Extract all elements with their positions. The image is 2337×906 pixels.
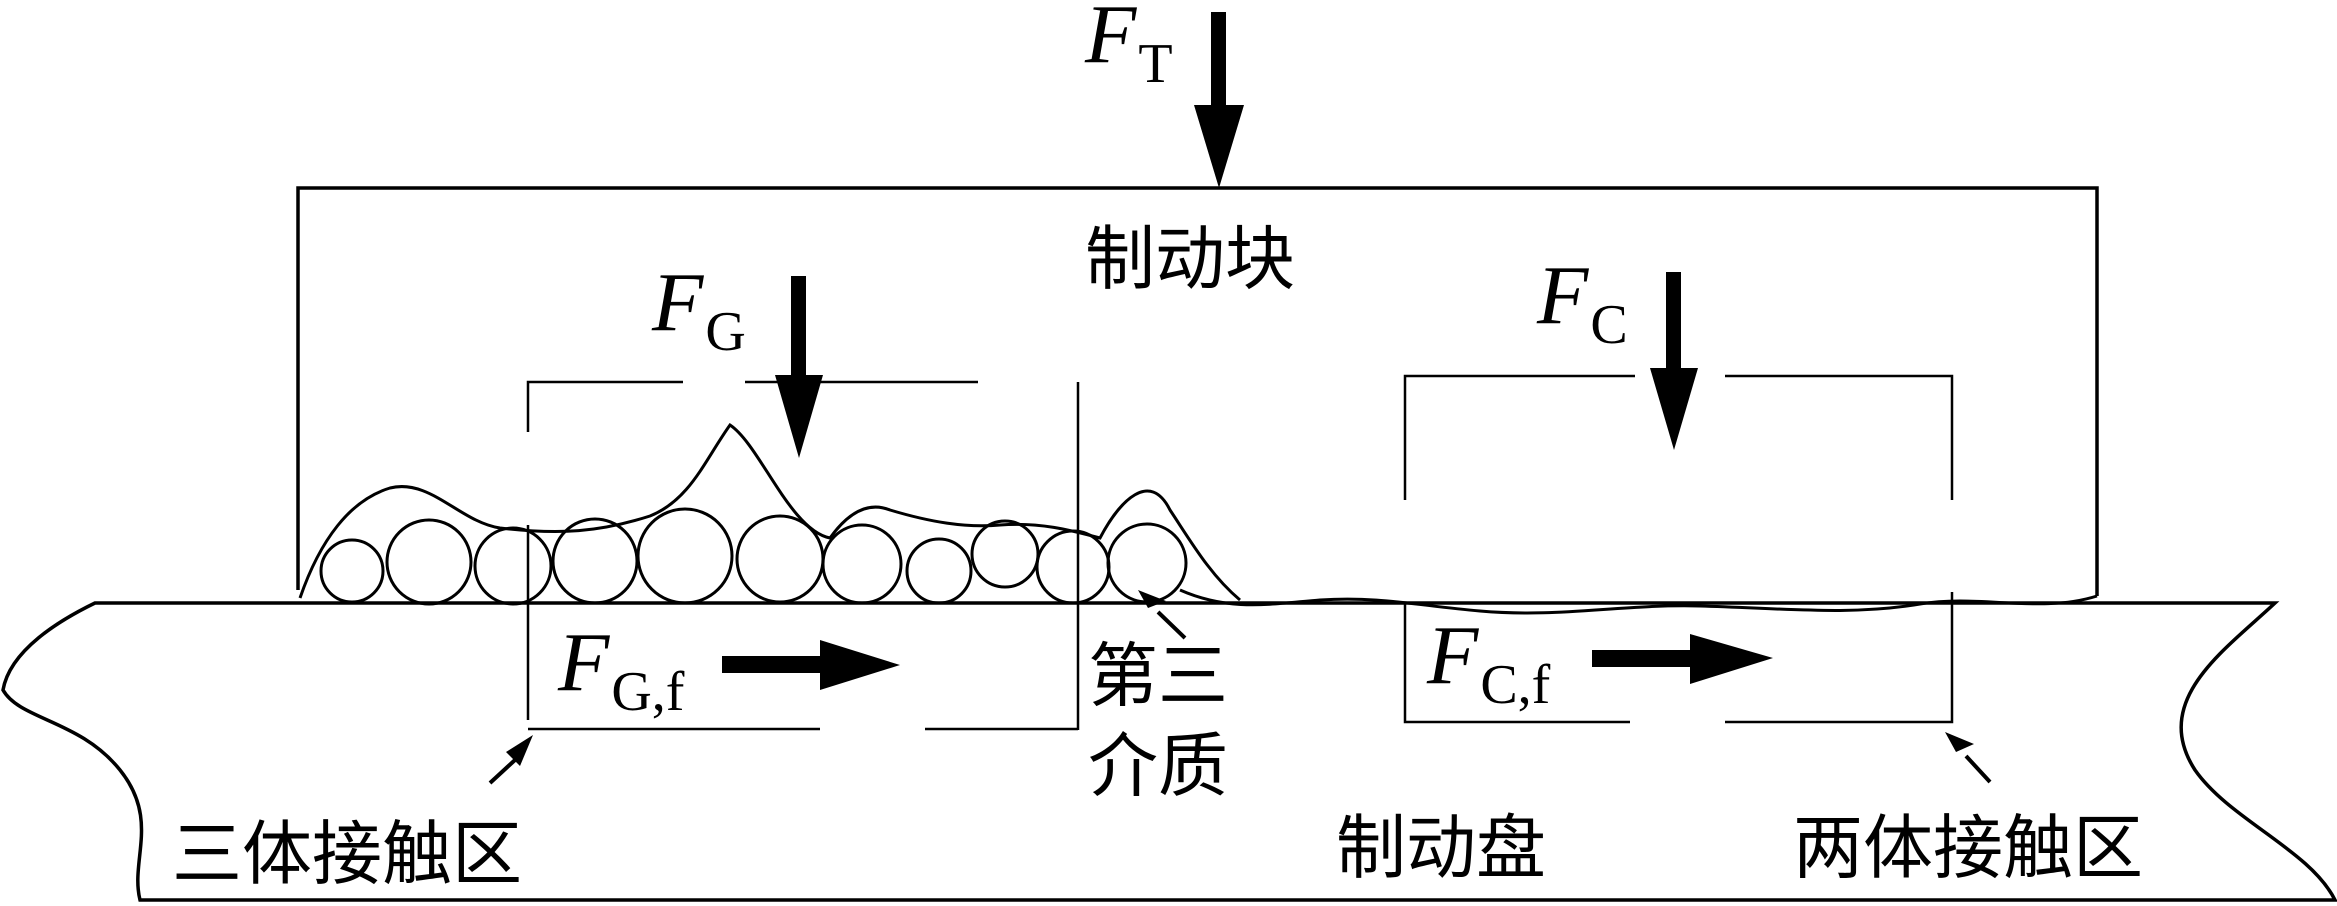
label-fcf: FC,f <box>1426 609 1551 716</box>
pointer-arrow-third-body <box>1138 590 1187 640</box>
pointer-arrow-two-body <box>1945 732 1992 784</box>
label-brake-block: 制动块 <box>1085 218 1295 300</box>
label-brake-disc: 制动盘 <box>1336 807 1546 889</box>
two-body-interface-wave <box>1179 588 2098 615</box>
particle <box>473 526 553 606</box>
label-ft: FT <box>1084 0 1173 95</box>
label-two-body-zone: 两体接触区 <box>1793 807 2143 889</box>
particle <box>905 537 973 605</box>
label-fgf: FG,f <box>557 616 685 723</box>
particle <box>1035 529 1111 605</box>
force-arrow-fgf <box>722 640 900 690</box>
force-arrow-ft <box>1194 12 1244 188</box>
particle <box>821 523 903 605</box>
label-fc: FC <box>1536 249 1628 356</box>
pointer-arrow-three-body <box>488 735 533 785</box>
label-fg: FG <box>651 256 746 363</box>
particle <box>970 519 1040 589</box>
force-arrow-fg <box>775 276 823 458</box>
two-body-zone-bracket <box>1403 374 1954 724</box>
force-arrow-fcf <box>1592 634 1773 684</box>
third-body-particles <box>319 507 1188 606</box>
brake-block-outline <box>296 186 2099 596</box>
particle <box>319 538 385 604</box>
particle <box>735 514 825 604</box>
label-third-body-line2: 介质 <box>1088 725 1228 807</box>
label-three-body-zone: 三体接触区 <box>172 813 522 895</box>
particle <box>385 518 473 606</box>
force-arrow-fc <box>1650 272 1698 450</box>
particle <box>636 507 734 605</box>
label-third-body-line1: 第三 <box>1088 635 1228 717</box>
third-body-contour <box>298 422 1241 602</box>
particle <box>551 517 639 605</box>
brake-disc-outline <box>1 601 2337 902</box>
particle <box>1106 522 1188 604</box>
